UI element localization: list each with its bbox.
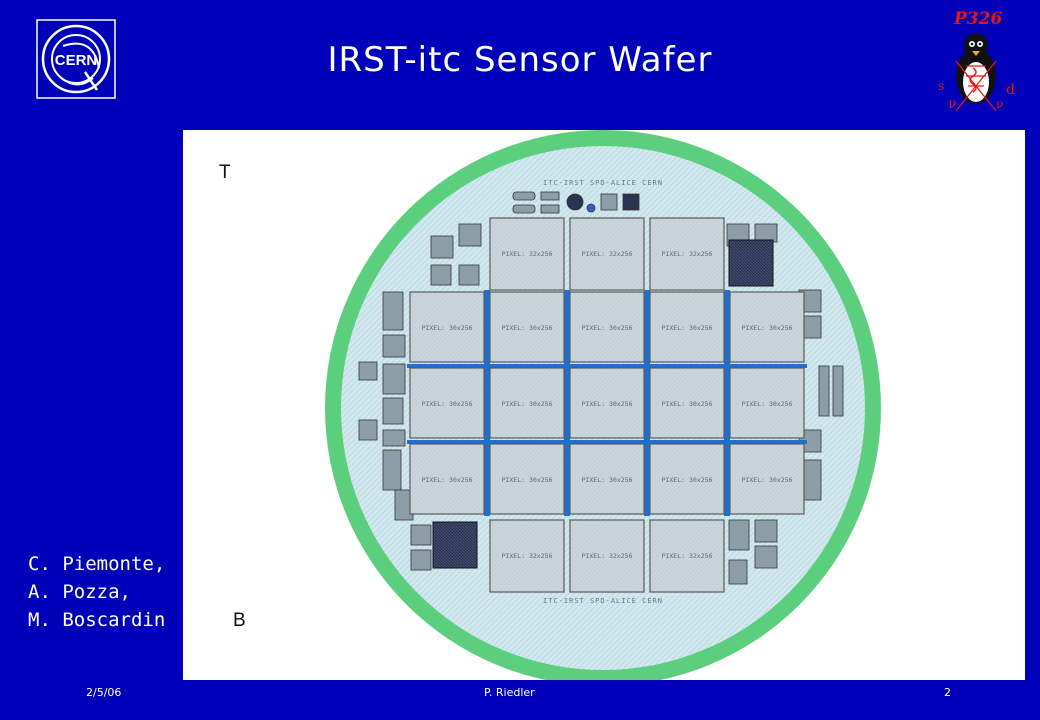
sensor-chip (729, 443, 805, 515)
alignment-strip (564, 290, 570, 516)
author-list: C. Piemonte, A. Pozza, M. Boscardin (28, 550, 165, 634)
sensor-chip (489, 519, 565, 593)
cern-logo-text: CERN (55, 52, 98, 69)
alignment-strip (407, 364, 807, 368)
footer-page-number: 2 (944, 686, 951, 699)
sensor-chip (409, 443, 485, 515)
sensor-chip-label: PIXEL: 30x256 (422, 324, 473, 332)
sensor-chip (409, 367, 485, 439)
svg-text:s: s (938, 79, 944, 93)
wafer-diagram: ITC-IRST SPD-ALICE CERN ITC-IRST SPD-ALI… (325, 130, 881, 680)
dark-pad-right (728, 239, 774, 287)
sensor-chip (729, 291, 805, 363)
p326-logo-text: P326 (954, 9, 1003, 29)
sensor-chip-label: PIXEL: 32x256 (582, 552, 633, 560)
alignment-strip (724, 290, 730, 516)
sensor-chip-label: PIXEL: 30x256 (742, 476, 793, 484)
sensor-chip (569, 519, 645, 593)
wafer-image-panel: ITC-IRST SPD-ALICE CERN ITC-IRST SPD-ALI… (183, 130, 1025, 680)
sensor-chip-label: PIXEL: 30x256 (662, 324, 713, 332)
sensor-chip-label: PIXEL: 30x256 (502, 324, 553, 332)
sensor-chip-label: PIXEL: 32x256 (502, 250, 553, 258)
sensor-chip (569, 367, 645, 439)
sensor-chip-label: PIXEL: 30x256 (502, 476, 553, 484)
alignment-strip (407, 440, 807, 444)
sensor-chip (649, 291, 725, 363)
sensor-chip-label: PIXEL: 32x256 (662, 250, 713, 258)
svg-text:ν: ν (948, 96, 957, 112)
svg-text:ν: ν (996, 97, 1003, 111)
sensor-chip-label: PIXEL: 30x256 (742, 324, 793, 332)
sensor-chip (649, 443, 725, 515)
p326-penguin-logo-icon: s d ν ν (938, 33, 1015, 112)
sensor-chip-label: PIXEL: 30x256 (502, 400, 553, 408)
top-marker: T (219, 162, 231, 183)
sensor-chip (649, 367, 725, 439)
sensor-chip (569, 217, 645, 291)
author-1: C. Piemonte, (28, 553, 166, 575)
sensor-chip-label: PIXEL: 32x256 (502, 552, 553, 560)
sensor-chip-label: PIXEL: 30x256 (422, 476, 473, 484)
sensor-chip (569, 291, 645, 363)
svg-text:d: d (1006, 82, 1015, 98)
sensor-chip (489, 443, 565, 515)
sensor-chip-label: PIXEL: 30x256 (742, 400, 793, 408)
sensor-chip-label: PIXEL: 32x256 (662, 552, 713, 560)
sensor-chip-label: PIXEL: 30x256 (662, 476, 713, 484)
footer-date: 2/5/06 (86, 686, 122, 699)
author-3: M. Boscardin (28, 609, 166, 631)
sensor-chip-label: PIXEL: 30x256 (582, 324, 633, 332)
dark-pad-left (432, 521, 478, 569)
sensor-chip (569, 443, 645, 515)
sensor-chip-label: PIXEL: 30x256 (422, 400, 473, 408)
test-structures-right (726, 223, 844, 585)
sensor-chip-label: PIXEL: 30x256 (662, 400, 713, 408)
sensor-chip (649, 217, 725, 291)
footer-presenter: P. Riedler (484, 686, 535, 699)
slide-title: IRST-itc Sensor Wafer (327, 40, 713, 80)
sensor-chip-label: PIXEL: 32x256 (582, 250, 633, 258)
sensor-chip (489, 217, 565, 291)
sensor-chip (489, 291, 565, 363)
sensor-chip (409, 291, 485, 363)
sensor-chip-label: PIXEL: 30x256 (582, 476, 633, 484)
cern-logo-icon: CERN (33, 16, 119, 102)
alignment-strip (484, 290, 490, 516)
test-structures-top (512, 191, 640, 214)
sensor-chip (489, 367, 565, 439)
bottom-marker: B (233, 610, 246, 631)
sensor-chip (729, 367, 805, 439)
sensor-chip-label: PIXEL: 30x256 (582, 400, 633, 408)
test-structures-left (358, 223, 482, 571)
alignment-strip (644, 290, 650, 516)
bottom-etch-label: ITC-IRST SPD-ALICE CERN (543, 597, 663, 605)
top-etch-label: ITC-IRST SPD-ALICE CERN (543, 179, 663, 187)
author-2: A. Pozza, (28, 581, 131, 603)
sensor-chip (649, 519, 725, 593)
